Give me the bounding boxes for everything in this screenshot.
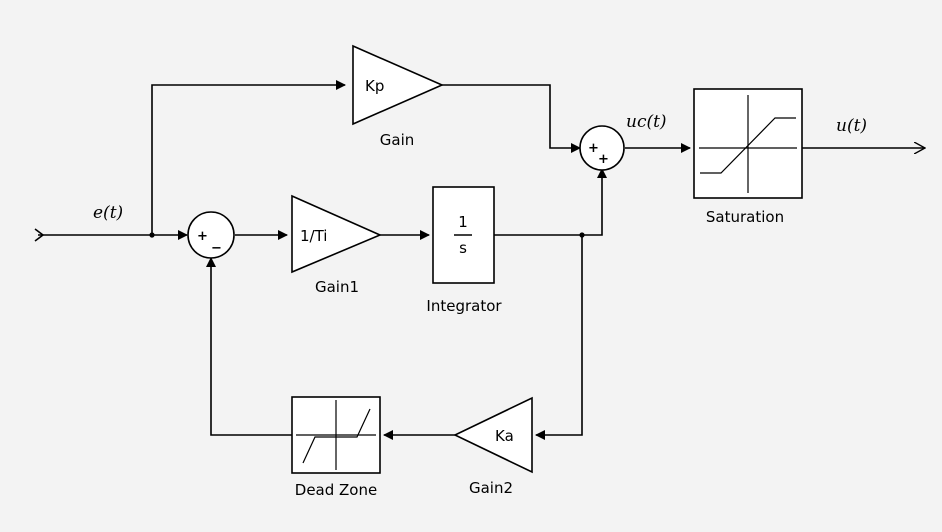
gain-caption: Gain bbox=[380, 131, 415, 149]
wire-branch-to-gain bbox=[151, 80, 346, 235]
wire-integrator-to-sum2 bbox=[494, 168, 607, 236]
gain-inner-label: Kp bbox=[365, 77, 384, 95]
wire-gain-to-sum2 bbox=[442, 84, 581, 153]
input-port-icon bbox=[34, 228, 45, 242]
saturation-block[interactable]: Saturation bbox=[693, 88, 803, 226]
gain2-inner-label: Ka bbox=[495, 427, 514, 445]
junction-dot-integrator bbox=[579, 232, 585, 238]
saturation-curve bbox=[700, 117, 796, 174]
signal-label-error: e(t) bbox=[93, 203, 123, 223]
wires bbox=[34, 80, 925, 440]
dead-zone-block[interactable]: Dead Zone bbox=[291, 396, 381, 499]
sum1-sign-left: + bbox=[197, 229, 208, 244]
gain1-caption: Gain1 bbox=[315, 278, 359, 296]
dead-zone-caption: Dead Zone bbox=[295, 481, 377, 499]
integrator-numerator: 1 bbox=[458, 213, 468, 231]
gain2-caption: Gain2 bbox=[469, 479, 513, 497]
gain2-triangle bbox=[453, 396, 533, 474]
wire-deadzone-to-sum1 bbox=[206, 257, 292, 436]
sum1-block[interactable]: + − bbox=[187, 211, 235, 259]
sum2-block[interactable]: + + bbox=[579, 125, 625, 171]
wire-branch-to-gain2 bbox=[535, 235, 583, 440]
junction-dot-error bbox=[149, 232, 155, 238]
gain2-block[interactable]: Ka Gain2 bbox=[453, 396, 533, 497]
gain1-triangle bbox=[291, 194, 383, 274]
gain1-block[interactable]: 1/Ti Gain1 bbox=[291, 194, 383, 296]
sum2-sign-left: + bbox=[588, 141, 599, 156]
gain-block[interactable]: Kp Gain bbox=[352, 44, 444, 149]
dead-zone-curve bbox=[302, 408, 371, 464]
sum2-sign-bottom: + bbox=[598, 152, 609, 167]
integrator-caption: Integrator bbox=[426, 297, 502, 315]
gain-triangle bbox=[352, 44, 444, 126]
sum2-circle bbox=[579, 125, 625, 171]
integrator-block[interactable]: 1 s Integrator bbox=[426, 186, 502, 315]
integrator-denominator: s bbox=[459, 239, 467, 257]
signal-label-u: u(t) bbox=[836, 116, 867, 136]
sum1-sign-bottom: − bbox=[211, 241, 222, 256]
sum1-circle bbox=[187, 211, 235, 259]
gain1-inner-label: 1/Ti bbox=[300, 227, 327, 245]
signal-label-uc: uc(t) bbox=[626, 112, 667, 132]
saturation-caption: Saturation bbox=[706, 208, 784, 226]
